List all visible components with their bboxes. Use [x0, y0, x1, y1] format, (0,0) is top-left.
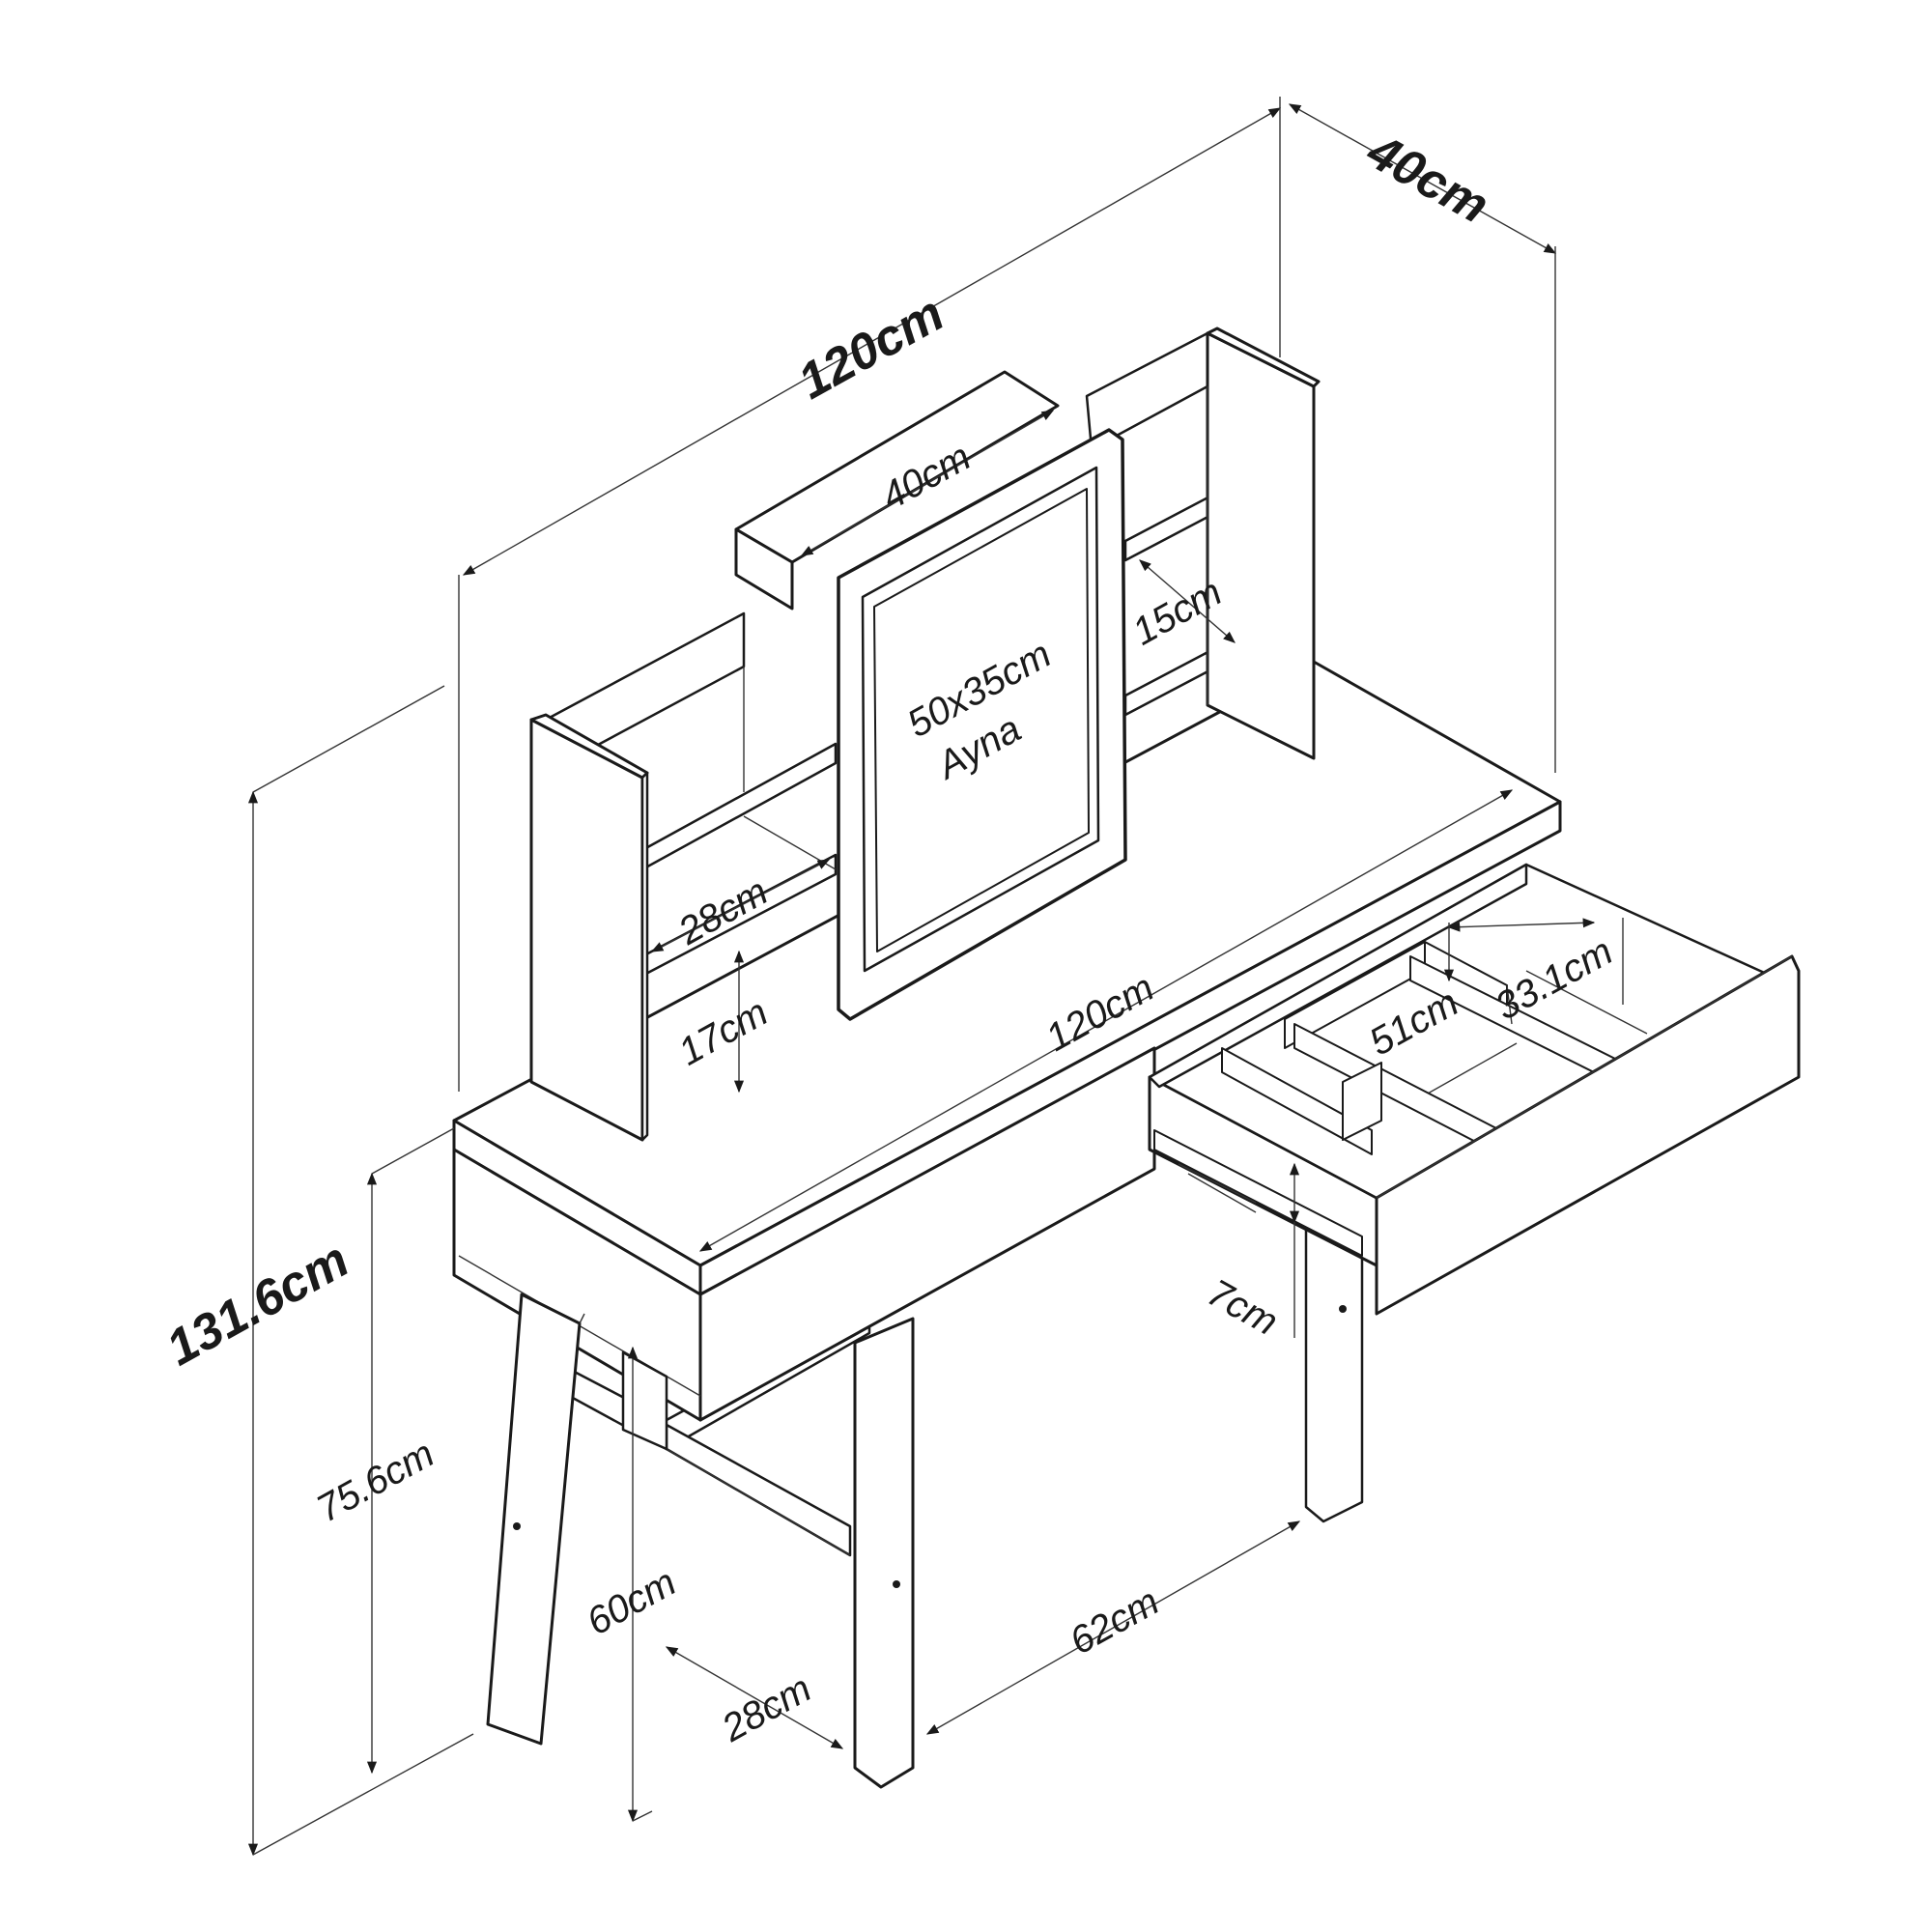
dimension-lines [247, 97, 1596, 1857]
left-shelf-width-label: 28cm [670, 870, 775, 953]
leg-width-spacing-label: 62cm [1063, 1580, 1166, 1663]
drawer-height-label: 7cm [1201, 1271, 1285, 1344]
total-height-label: 131.6cm [157, 1232, 358, 1377]
leg-depth-spacing-label: 28cm [714, 1667, 818, 1750]
total-width-label: 120cm [789, 286, 953, 411]
leg-clearance-label: 60cm [580, 1561, 683, 1644]
front-middle-leg [853, 1317, 915, 1789]
depth-label: 40cm [1357, 123, 1497, 235]
front-left-leg [486, 1293, 585, 1746]
desk-height-label: 75.6cm [310, 1433, 441, 1531]
